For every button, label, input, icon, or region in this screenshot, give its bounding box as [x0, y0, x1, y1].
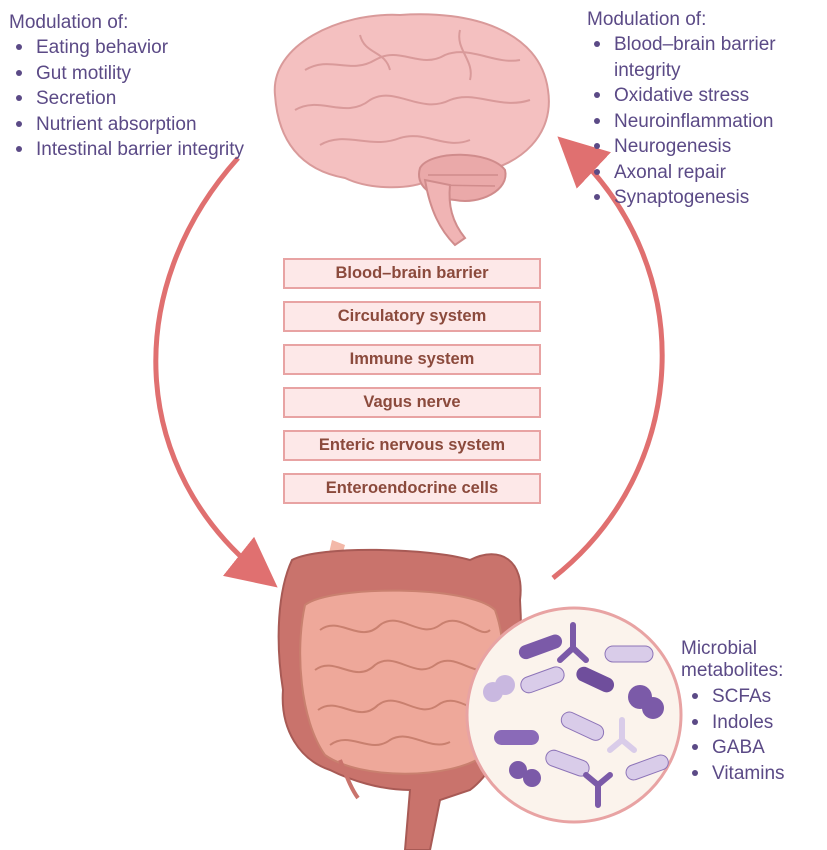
metabolites-title: Microbial metabolites: [681, 638, 827, 682]
pathway-box: Blood–brain barrier [283, 258, 541, 289]
pathway-box: Circulatory system [283, 301, 541, 332]
list-item: Eating behavior [9, 35, 264, 61]
microbial-metabolites-panel: Microbial metabolites: SCFAs Indoles GAB… [681, 638, 827, 786]
pathway-box: Enteric nervous system [283, 430, 541, 461]
list-item: Indoles [685, 710, 827, 736]
microbiota-magnifier [467, 608, 681, 822]
list-item: Gut motility [9, 61, 264, 87]
brain-illustration [275, 14, 549, 245]
left-modulation-panel: Modulation of: Eating behavior Gut motil… [9, 11, 264, 163]
brain-to-gut-arrow [156, 158, 262, 575]
right-modulation-panel: Modulation of: Blood–brain barrier integ… [587, 8, 827, 211]
list-item: Synaptogenesis [587, 185, 827, 211]
list-item: Secretion [9, 86, 264, 112]
left-modulation-list: Eating behavior Gut motility Secretion N… [9, 35, 264, 163]
list-item: Oxidative stress [587, 83, 827, 109]
right-modulation-list: Blood–brain barrier integrity Oxidative … [587, 32, 827, 211]
list-item: Blood–brain barrier integrity [587, 32, 827, 83]
list-item: Vitamins [685, 761, 827, 787]
communication-pathways: Blood–brain barrier Circulatory system I… [283, 258, 541, 516]
list-item: SCFAs [685, 684, 827, 710]
pathway-box: Enteroendocrine cells [283, 473, 541, 504]
metabolites-list: SCFAs Indoles GABA Vitamins [681, 684, 827, 786]
left-panel-title: Modulation of: [9, 11, 264, 35]
right-panel-title: Modulation of: [587, 8, 827, 32]
list-item: Neurogenesis [587, 134, 827, 160]
list-item: GABA [685, 735, 827, 761]
list-item: Nutrient absorption [9, 112, 264, 138]
gut-to-brain-arrow [553, 150, 662, 578]
list-item: Intestinal barrier integrity [9, 137, 264, 163]
list-item: Axonal repair [587, 160, 827, 186]
pathway-box: Vagus nerve [283, 387, 541, 418]
pathway-box: Immune system [283, 344, 541, 375]
list-item: Neuroinflammation [587, 109, 827, 135]
bacterium-rod [494, 730, 539, 745]
bacterium-rod [605, 646, 653, 662]
